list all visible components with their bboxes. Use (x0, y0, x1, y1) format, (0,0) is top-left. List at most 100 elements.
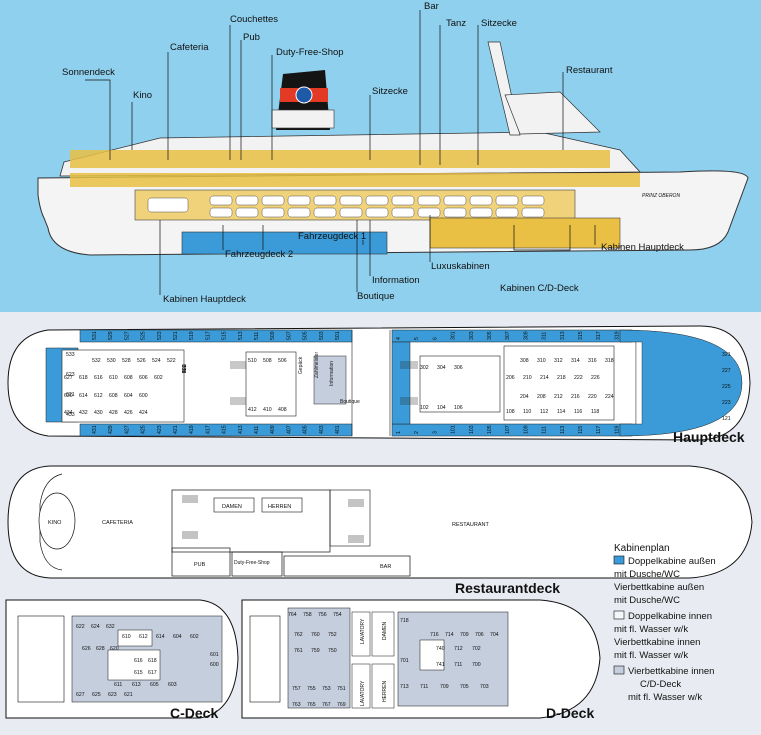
cabin-508: 508 (263, 358, 272, 364)
cabin-610: 610 (109, 375, 118, 381)
callout-restaurant: Restaurant (566, 65, 613, 76)
cabin-606: 606 (139, 375, 148, 381)
cabin-108: 108 (506, 409, 515, 415)
cabin-101: 101 (451, 425, 457, 434)
cabin-424: 424 (139, 410, 148, 416)
callout-dutyfree: Duty-Free-Shop (276, 47, 344, 58)
cabin-765: 765 (307, 702, 316, 708)
engine-room (181, 231, 388, 255)
cabin-431: 431 (92, 425, 98, 434)
cabin-627: 627 (64, 375, 73, 381)
cabin-703: 703 (480, 684, 489, 690)
cabin-759: 759 (311, 648, 320, 654)
cabin-119: 119 (614, 426, 620, 434)
cabin-316: 316 (588, 358, 597, 364)
cabin-627: 627 (76, 692, 85, 698)
cabin-212: 212 (554, 394, 563, 400)
cabin-225: 225 (722, 384, 731, 390)
callout-sitzecke-2: Sitzecke (481, 18, 517, 29)
label-information: Information (329, 361, 335, 386)
cabin-741: 741 (436, 662, 445, 668)
funnel-base (271, 109, 335, 129)
cabin-104: 104 (437, 405, 446, 411)
label-damen: DAMEN (222, 504, 242, 510)
cabin-632: 632 (106, 624, 115, 630)
cabin-419: 419 (189, 425, 195, 434)
cabin-709: 709 (460, 632, 469, 638)
callout-information: Information (372, 275, 420, 286)
profile-callouts: Sonnendeck Kino Cafeteria Couchettes Pub… (62, 1, 684, 305)
cabin-112: 112 (540, 409, 548, 415)
passenger-deck-band (70, 150, 610, 168)
cabin-702: 702 (472, 646, 481, 652)
ddeck-plan: LAVATORY DAMEN LAVATORY HERREN (241, 599, 601, 719)
cabin-762: 762 (294, 632, 303, 638)
cabin-604: 604 (173, 634, 182, 640)
callout-boutique: Boutique (357, 291, 395, 302)
cabin-6: 6 (432, 337, 438, 340)
cabin-315: 315 (578, 331, 584, 340)
cabin-102: 102 (420, 405, 429, 411)
cabin-429: 429 (108, 425, 114, 434)
cabin-614: 614 (156, 634, 165, 640)
cabin-711: 711 (420, 684, 428, 690)
callout-tanz: Tanz (446, 18, 466, 29)
cabin-621: 621 (124, 692, 133, 698)
cabin-210: 210 (523, 375, 532, 381)
cabin-716: 716 (430, 632, 439, 638)
cabin-411: 411 (254, 426, 260, 434)
cabin-410: 410 (263, 407, 272, 413)
cabin-5: 5 (414, 337, 420, 340)
callout-kino: Kino (133, 90, 152, 101)
cabin-307: 307 (505, 331, 511, 340)
cabin-220: 220 (588, 394, 597, 400)
legend-item-2-line-4: mit fl. Wasser w/k (614, 650, 688, 661)
cabin-614: 614 (79, 393, 88, 399)
cabin-517: 517 (205, 331, 211, 340)
restaurantdeck-plan: KINO CAFETERIA DAMEN HERREN RESTAURANT P… (7, 465, 753, 579)
cabin-513: 513 (238, 331, 244, 340)
legend-item-1-line-2: mit Dusche/WC (614, 569, 680, 580)
cabin-503: 503 (319, 331, 325, 340)
callout-kabinen-cd: Kabinen C/D-Deck (500, 283, 579, 294)
cabin-601: 601 (210, 652, 219, 658)
cabin-434: 434 (64, 410, 73, 416)
label-damen-d: DAMEN (382, 622, 388, 640)
cabin-610: 610 (122, 634, 131, 640)
cabin-612: 612 (139, 634, 148, 640)
cabin-700: 700 (472, 662, 481, 668)
cabin-760: 760 (311, 632, 320, 638)
cabin-310: 310 (537, 358, 546, 364)
label-boutique: Boutique (340, 399, 360, 405)
cabin-311: 311 (542, 332, 548, 340)
label-lavatory-top: LAVATORY (360, 618, 366, 644)
cabin-303: 303 (469, 331, 475, 340)
cabin-611: 611 (114, 682, 122, 688)
callout-lines (85, 10, 596, 295)
callout-fahrzeugdeck1: Fahrzeugdeck 1 (298, 231, 366, 242)
cabin-714: 714 (445, 632, 454, 638)
cabin-510: 510 (248, 358, 257, 364)
cabin-701: 701 (400, 658, 409, 664)
cabin-106: 106 (454, 405, 463, 411)
cabin-522: 522 (167, 358, 176, 364)
cabin-227: 227 (722, 368, 731, 374)
cabin-218: 218 (557, 375, 566, 381)
cabin-526: 526 (137, 358, 146, 364)
cabin-115: 115 (578, 426, 584, 434)
cabin-405: 405 (303, 425, 309, 434)
cabin-769: 769 (337, 702, 346, 708)
cabin-118: 118 (591, 409, 599, 415)
legend-item-3-line-3: mit fl. Wasser w/k (628, 692, 702, 703)
cabin-704: 704 (490, 632, 499, 638)
cabin-408: 408 (278, 407, 287, 413)
cabin-428: 428 (109, 410, 118, 416)
label-gepaeck: Gepäck (298, 356, 304, 374)
cabin-740: 740 (436, 646, 445, 652)
cabin-116: 116 (574, 409, 582, 415)
cabin-603: 603 (168, 682, 177, 688)
cabin-1: 1 (396, 431, 402, 434)
cabin-309: 309 (523, 331, 529, 340)
cabin-605: 605 (150, 682, 159, 688)
